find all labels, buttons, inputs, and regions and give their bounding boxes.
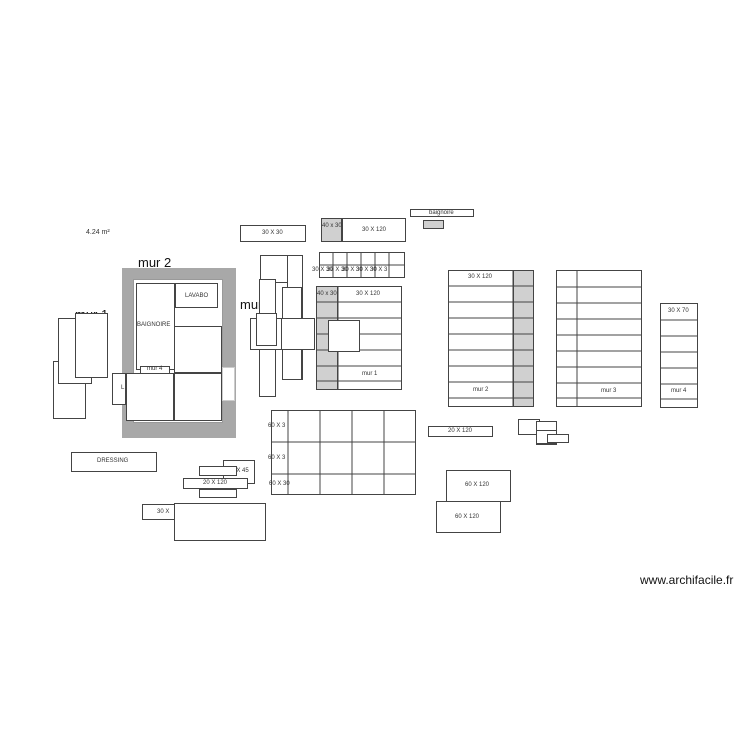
baignoire-bar-label: baignoire [429, 210, 454, 216]
window [222, 367, 235, 401]
dressing-label: DRESSING [97, 458, 129, 464]
lavabo-label: LAVABO [185, 293, 209, 299]
panel[interactable] [256, 313, 277, 346]
panel[interactable] [328, 320, 360, 352]
small-block[interactable] [547, 434, 569, 443]
tile-row-label: 30 X 30 [327, 267, 348, 273]
panel[interactable] [281, 318, 315, 350]
floor-label: 60 X 3 [268, 423, 286, 429]
tile-20x120-label: 20 X 120 [203, 480, 228, 486]
tile-row-label: 30 X 30 [342, 267, 363, 273]
mur-2-label: mur 2 [473, 387, 489, 393]
floor-label: 60 X 30 [269, 481, 290, 487]
tile-30x120-top[interactable] [342, 218, 406, 242]
tile-60x45-label: 60 X 45 [228, 468, 249, 474]
wall-label-mur-2: mur 2 [138, 255, 172, 270]
floor-grid-60x30[interactable] [271, 410, 416, 495]
area-label: 4.24 m² [86, 229, 110, 236]
bathroom-tile[interactable] [174, 326, 222, 373]
mur-3-label: mur 3 [601, 388, 617, 394]
l-label: L [121, 385, 125, 391]
panel[interactable] [199, 489, 237, 498]
tile-30x-partial-label: 30 X [157, 509, 170, 515]
dressing[interactable] [71, 452, 157, 472]
mur-4-grid-label: mur 4 [671, 388, 687, 394]
mur-1-label: mur 1 [362, 371, 378, 377]
washbasin[interactable] [175, 283, 218, 308]
door-block[interactable] [112, 373, 126, 405]
mur-1-30x120-label: 30 X 120 [356, 291, 381, 297]
bathtub[interactable] [136, 283, 175, 370]
large-panel[interactable] [174, 503, 266, 541]
tile-60x120[interactable] [446, 470, 511, 502]
tile-20x120[interactable] [183, 478, 248, 489]
tile-20x120-label: 20 X 120 [448, 428, 473, 434]
mur-4-label: mur 4 [147, 366, 163, 372]
mur-4-30x70-label: 30 X 70 [668, 308, 689, 314]
grey-block[interactable] [423, 220, 444, 229]
mur-2-30x120-label: 30 X 120 [468, 274, 493, 280]
tile-60x120-label: 60 X 120 [465, 482, 490, 488]
tile-40x30-grey[interactable] [321, 218, 342, 242]
tile-20x120-bar[interactable] [428, 426, 493, 437]
mur-1-40x30-label: 40 x 30 [317, 291, 337, 297]
baignoire-bar[interactable] [410, 209, 474, 217]
tile-30x30-bar[interactable] [240, 225, 306, 242]
tile-40x30-label: 40 x 30 [322, 223, 342, 229]
tile-60x120[interactable] [436, 501, 501, 533]
bathroom-tile[interactable] [174, 373, 222, 421]
tile-30x120-top-label: 30 X 120 [362, 227, 387, 233]
tile-row-label: 30 X 30 [356, 267, 377, 273]
brand-watermark: www.archifacile.fr [640, 573, 734, 587]
panel[interactable] [199, 466, 237, 476]
mur-3-grid[interactable] [556, 270, 642, 407]
floor-label: 60 X 3 [268, 455, 286, 461]
panel[interactable] [75, 313, 108, 378]
tile-row-label: 30 X 30 [312, 267, 333, 273]
tile-60x120-label: 60 X 120 [455, 514, 480, 520]
tile-30x30-label: 30 X 30 [262, 230, 283, 236]
baignoire-label: BAIGNOIRE [137, 322, 171, 328]
tile-row-label: 30 X 3 [370, 267, 388, 273]
mur-4-strip[interactable] [140, 366, 170, 374]
